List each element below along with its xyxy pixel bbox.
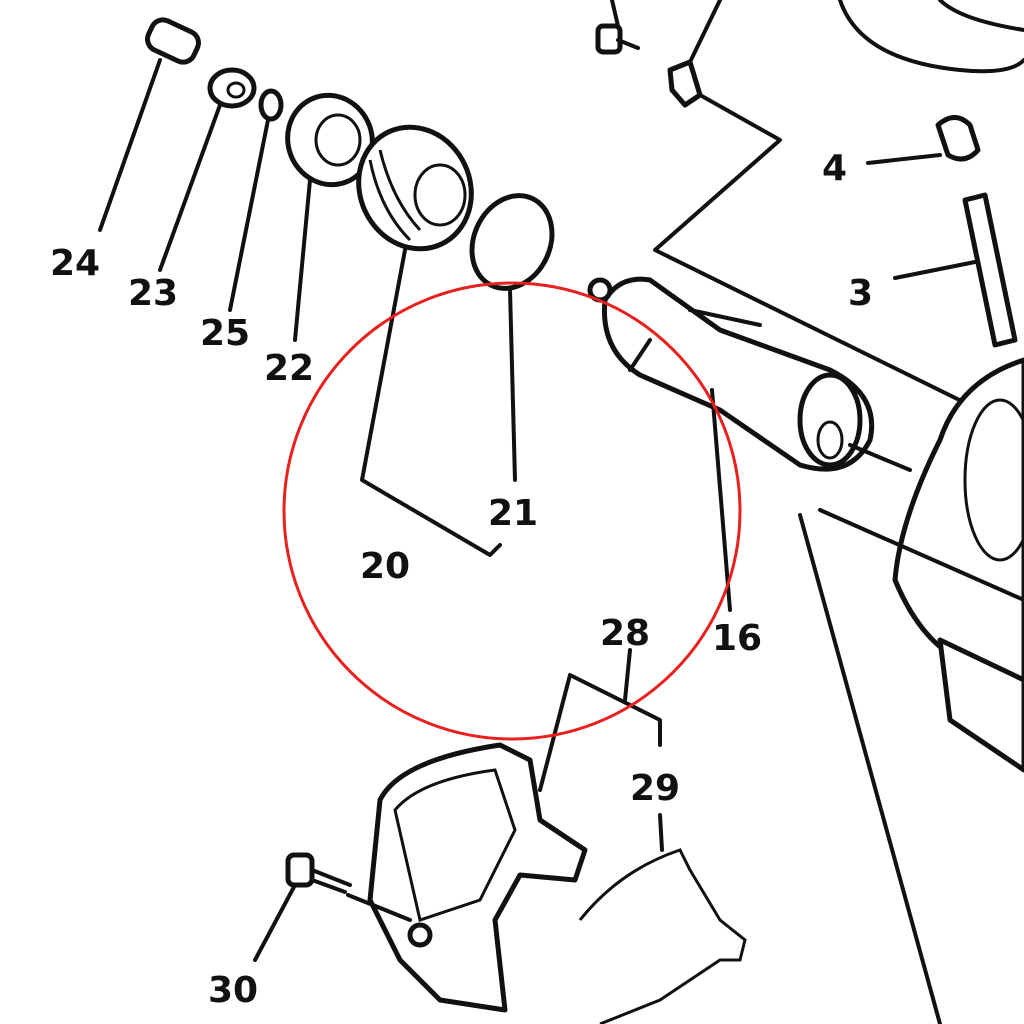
highlight-circle — [282, 281, 742, 741]
part-24-nut: 24 — [50, 17, 201, 284]
label-4: 4 — [822, 148, 847, 189]
part-30-bolt: 30 — [208, 852, 412, 1011]
label-29: 29 — [630, 768, 680, 809]
label-3: 3 — [848, 273, 873, 314]
label-25: 25 — [200, 313, 250, 354]
clip-part — [653, 0, 1002, 422]
part-23-washer: 23 — [128, 67, 257, 314]
part-25-oring-small: 25 — [200, 88, 284, 354]
engine-housing — [798, 357, 1024, 1024]
label-28: 28 — [600, 613, 650, 654]
part-3-stud: 3 — [848, 192, 1018, 348]
part-4-plug: 4 — [822, 115, 981, 189]
part-16-impeller-shaft: 16 — [587, 276, 912, 659]
part-28-pump-cover: 28 — [367, 613, 662, 1013]
label-24: 24 — [50, 243, 100, 284]
label-23: 23 — [128, 273, 178, 314]
part-20-seal: 20 — [356, 124, 502, 587]
part-22-bearing: 22 — [264, 92, 375, 389]
label-22: 22 — [264, 348, 314, 389]
top-ring-part — [838, 0, 1024, 74]
label-16: 16 — [712, 618, 762, 659]
label-30: 30 — [208, 970, 258, 1011]
bolt-top — [595, 0, 640, 55]
label-21: 21 — [488, 493, 538, 534]
label-20: 20 — [360, 546, 410, 587]
part-29-gasket: 29 — [578, 768, 747, 1024]
part-21-oring: 21 — [469, 193, 555, 534]
